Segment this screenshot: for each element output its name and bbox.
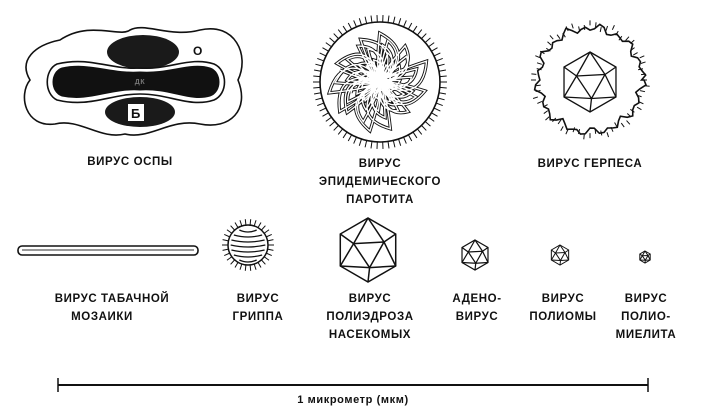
label-mumps-2: ЭПИДЕМИЧЕСКОГО <box>319 176 441 188</box>
polio-virus-drawing <box>639 250 651 264</box>
label-tobacco-2: МОЗАИКИ <box>71 311 133 323</box>
lateral-body-top <box>107 35 179 69</box>
label-adeno-2: ВИРУС <box>456 311 499 323</box>
scale-bar: 1 микрометр (мкм) <box>57 378 649 406</box>
label-polyhedrosis-3: НАСЕКОМЫХ <box>329 329 411 341</box>
label-adeno-1: АДЕНО- <box>452 293 501 305</box>
label-polyhedrosis-2: ПОЛИЭДРОЗА <box>326 311 413 323</box>
label-polyoma-1: ВИРУС <box>542 293 585 305</box>
label-polyoma-2: ПОЛИОМЫ <box>529 311 596 323</box>
part-label-core: ДК <box>135 79 146 86</box>
label-pox: ВИРУС ОСПЫ <box>87 156 173 168</box>
part-label-body: Б <box>131 106 141 121</box>
label-mumps-3: ПАРОТИТА <box>346 194 414 206</box>
pox-virus-drawing: Б О ДК <box>23 26 243 136</box>
label-polio-1: ВИРУС <box>625 293 668 305</box>
polyhedrosis-virus-drawing <box>339 217 397 283</box>
label-herpes: ВИРУС ГЕРПЕСА <box>538 158 643 170</box>
adenovirus-drawing <box>461 239 489 271</box>
label-mumps-1: ВИРУС <box>359 158 402 170</box>
label-influenza-2: ГРИППА <box>233 311 284 323</box>
label-polyhedrosis-1: ВИРУС <box>349 293 392 305</box>
label-polio-3: МИЕЛИТА <box>616 329 677 341</box>
scale-bar-label: 1 микрометр (мкм) <box>297 394 408 406</box>
mumps-virus-drawing <box>313 15 447 149</box>
part-label-outer: О <box>193 44 203 58</box>
tobacco-mosaic-virus-drawing <box>17 245 199 256</box>
polyoma-virus-drawing <box>550 244 570 266</box>
label-tobacco-1: ВИРУС ТАБАЧНОЙ <box>55 292 170 305</box>
herpes-virus-drawing <box>530 20 650 140</box>
label-influenza-1: ВИРУС <box>237 293 280 305</box>
label-polio-2: ПОЛИО- <box>621 311 671 323</box>
influenza-virus-drawing <box>222 219 274 271</box>
